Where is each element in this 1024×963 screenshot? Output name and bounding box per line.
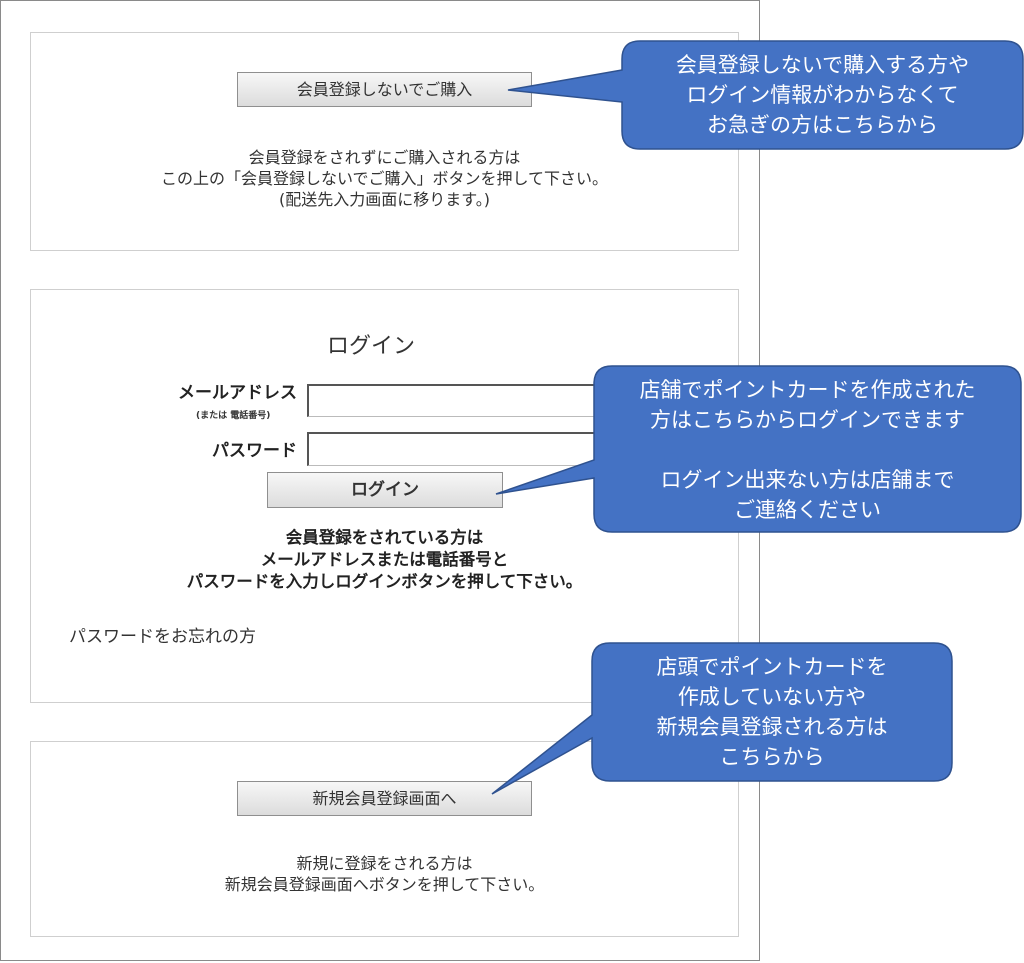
callout-line: ログイン情報がわからなくて [686,83,959,107]
note-line: 会員登録をされている方は [285,528,484,547]
guest-purchase-note: 会員登録をされずにご購入される方は この上の「会員登録しないでご購入」ボタンを押… [31,147,738,210]
callout-line: ログイン出来ない方は店舗まで [660,468,955,492]
callout-guest-text: 会員登録しないで購入する方や ログイン情報がわからなくて お急ぎの方はこちらから [622,50,1023,140]
callout-register-text: 店頭でポイントカードを 作成していない方や 新規会員登録される方は こちらから [592,652,952,772]
forgot-password-link[interactable]: パスワードをお忘れの方 [69,627,256,647]
note-line: この上の「会員登録しないでご購入」ボタンを押して下さい。 [160,169,609,188]
callout-line: 新規会員登録される方は [656,715,888,739]
note-line: メールアドレスまたは電話番号と [260,550,509,569]
callout-line: お急ぎの方はこちらから [707,113,938,137]
callout-line: ご連絡ください [734,498,881,522]
callout-line: 作成していない方や [677,685,867,709]
login-note: 会員登録をされている方は メールアドレスまたは電話番号と パスワードを入力しログ… [31,527,738,593]
callout-login-text: 店舗でポイントカードを作成された 方はこちらからログインできます ログイン出来な… [594,375,1021,525]
email-label: メールアドレス [178,383,297,403]
register-button[interactable]: 新規会員登録画面へ [237,781,532,816]
note-line: (配送先入力画面に移ります。) [279,190,490,209]
guest-purchase-button[interactable]: 会員登録しないでご購入 [237,72,532,107]
callout-guest-shape [507,40,1024,150]
callout-line: 店舗でポイントカードを作成された [639,378,976,402]
email-sublabel: (または 電話番号) [196,411,271,421]
callout-line: 会員登録しないで購入する方や [675,53,970,77]
callout-line: 店頭でポイントカードを [656,655,888,679]
callout-line: 方はこちらからログインできます [650,408,965,432]
guest-purchase-panel: 会員登録しないでご購入 会員登録をされずにご購入される方は この上の「会員登録し… [30,32,739,251]
password-label: パスワード [212,441,297,461]
login-button[interactable]: ログイン [267,472,503,508]
note-line: 新規に登録をされる方は [296,854,473,873]
callout-register-shape [491,642,953,795]
note-line: 会員登録をされずにご購入される方は [248,148,521,167]
callout-login-shape [495,365,1022,533]
callout-line: こちらから [719,745,825,769]
callout-line [594,435,1021,465]
register-note: 新規に登録をされる方は 新規会員登録画面へボタンを押して下さい。 [31,853,738,895]
login-title: ログイン [326,334,415,359]
note-line: パスワードを入力しログインボタンを押して下さい。 [186,572,583,591]
note-line: 新規会員登録画面へボタンを押して下さい。 [224,875,545,894]
